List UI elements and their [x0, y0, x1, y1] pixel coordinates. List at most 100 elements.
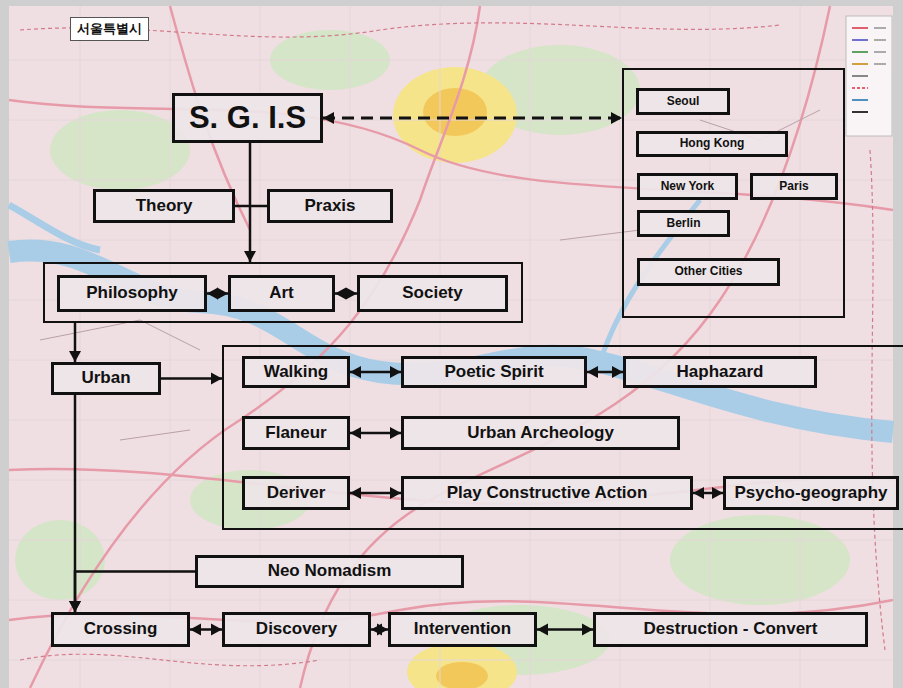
connector — [244, 143, 256, 262]
connector — [350, 427, 401, 439]
concept-box: Art — [228, 275, 335, 312]
concept-box: Seoul — [636, 88, 730, 115]
node-label: Paris — [779, 180, 808, 193]
arrowhead — [244, 251, 256, 262]
arrowhead — [190, 624, 201, 636]
arrowhead — [537, 624, 548, 636]
connector-line — [235, 205, 267, 208]
arrowhead — [587, 366, 598, 378]
arrowhead — [712, 487, 723, 499]
arrowhead — [69, 601, 81, 612]
concept-box: Deriver — [242, 476, 350, 510]
connector — [69, 572, 195, 613]
connector — [350, 487, 401, 499]
connector — [335, 288, 357, 300]
concept-box: Destruction - Convert — [593, 612, 868, 647]
node-label: S. G. I.S — [189, 101, 306, 135]
arrowhead — [390, 427, 401, 439]
concept-box: Other Cities — [637, 258, 780, 286]
node-label: Urban — [81, 369, 130, 388]
connector — [207, 288, 228, 300]
node-label: Neo Nomadism — [268, 562, 392, 581]
concept-box: Walking — [242, 356, 350, 388]
node-label: Art — [269, 284, 294, 303]
connector — [235, 206, 267, 207]
arrowhead — [371, 624, 382, 636]
concept-box: S. G. I.S — [172, 93, 323, 143]
arrowhead — [211, 373, 222, 385]
arrowhead — [350, 487, 361, 499]
group-frame: SeoulHong KongNew York ParisBerlinOther C… — [622, 68, 845, 318]
node-label: Flaneur — [265, 424, 326, 443]
concept-box: Urban Archeology — [401, 416, 680, 450]
arrowhead — [390, 366, 401, 378]
node-label: Urban Archeology — [467, 424, 614, 443]
arrowhead — [693, 487, 704, 499]
group-frame: Philosophy Art Society — [43, 262, 523, 323]
node-label: Praxis — [304, 197, 355, 216]
connector — [587, 366, 623, 378]
node-label: Haphazard — [677, 363, 764, 382]
arrowhead — [69, 351, 81, 362]
concept-box: Crossing — [51, 612, 190, 647]
concept-box: Intervention — [388, 612, 537, 647]
connector — [323, 112, 622, 124]
node-label: Hong Kong — [680, 137, 745, 150]
arrowhead — [323, 112, 334, 124]
concept-box: Hong Kong — [636, 131, 788, 157]
connector — [69, 323, 81, 362]
arrowhead — [346, 288, 357, 300]
connector — [693, 487, 723, 499]
node-label: New York — [661, 180, 715, 193]
node-label: Psycho-geography — [734, 484, 887, 503]
concept-box: Philosophy — [57, 275, 207, 312]
connector — [190, 624, 222, 636]
arrowhead — [217, 288, 228, 300]
connector-line — [323, 117, 622, 120]
arrowhead — [350, 427, 361, 439]
arrowhead — [350, 366, 361, 378]
map-title: 서울특별시 — [70, 17, 149, 41]
concept-box: Poetic Spirit — [401, 356, 587, 388]
concept-box: Psycho-geography — [723, 476, 899, 510]
concept-box: Theory — [93, 189, 235, 223]
concept-box: Berlin — [637, 210, 730, 237]
node-label: Berlin — [666, 217, 700, 230]
node-label: Crossing — [84, 620, 158, 639]
arrowhead — [335, 288, 346, 300]
node-label: Discovery — [256, 620, 337, 639]
group-frame: Walking Poetic Spirit HaphazardFlaneur Urba… — [222, 345, 903, 530]
arrowhead — [611, 112, 622, 124]
node-label: Destruction - Convert — [644, 620, 818, 639]
concept-box: Urban — [51, 362, 161, 395]
node-label: Poetic Spirit — [444, 363, 543, 382]
connector — [161, 373, 222, 385]
node-label: Philosophy — [86, 284, 178, 303]
node-label: Deriver — [267, 484, 326, 503]
connector — [350, 366, 401, 378]
connector — [371, 624, 388, 636]
concept-box: Praxis — [267, 189, 393, 223]
node-label: Society — [402, 284, 462, 303]
arrowhead — [69, 601, 81, 612]
arrowhead — [211, 624, 222, 636]
node-label: Theory — [136, 197, 193, 216]
concept-box: Haphazard — [623, 356, 817, 388]
node-label: Play Constructive Action — [447, 484, 648, 503]
arrowhead — [612, 366, 623, 378]
concept-box: Discovery — [222, 612, 371, 647]
concept-box: Flaneur — [242, 416, 350, 450]
connector-line — [249, 143, 252, 262]
node-label: Intervention — [414, 620, 511, 639]
arrowhead — [582, 624, 593, 636]
concept-box: Neo Nomadism — [195, 555, 464, 588]
connector — [537, 624, 593, 636]
arrowhead — [207, 288, 218, 300]
connector-line — [75, 572, 195, 613]
node-label: Walking — [264, 363, 329, 382]
concept-box: New York — [637, 173, 738, 200]
arrowhead — [390, 487, 401, 499]
concept-box: Paris — [750, 173, 838, 200]
